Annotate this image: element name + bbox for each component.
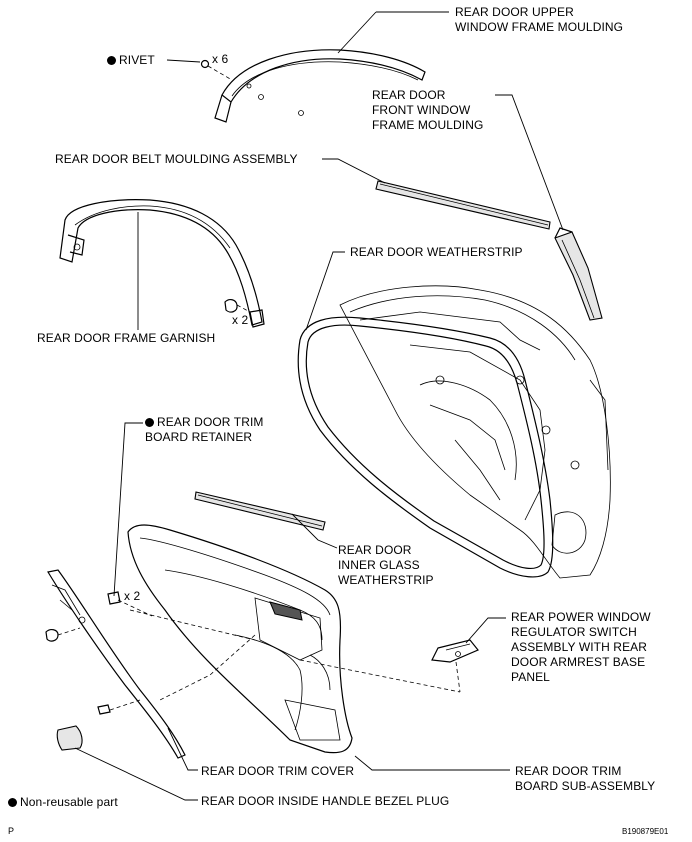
- figure-id: B190879E01: [622, 827, 669, 836]
- rear-door-frame-garnish: [59, 199, 265, 328]
- label-window-switch-assembly: REAR POWER WINDOW REGULATOR SWITCH ASSEM…: [511, 610, 651, 684]
- belt-moulding-assembly: [375, 180, 551, 230]
- rear-door-weatherstrip: [297, 316, 554, 578]
- non-reusable-marker-icon: [8, 798, 17, 807]
- upper-window-frame-moulding: [214, 49, 426, 123]
- clip-icon: [224, 299, 251, 313]
- label-trim-board-sub-assembly: REAR DOOR TRIM BOARD SUB-ASSEMBLY: [515, 764, 656, 793]
- label-garnish-qty: x 2: [232, 313, 249, 327]
- legend-text: Non-reusable part: [20, 795, 118, 809]
- corner-p-mark: P: [8, 826, 15, 836]
- label-rivet-qty: x 6: [212, 52, 229, 66]
- label-rear-door-weatherstrip: REAR DOOR WEATHERSTRIP: [350, 245, 523, 259]
- door-inner-panel: [339, 285, 611, 579]
- rivet-icon: [166, 59, 233, 81]
- non-reusable-marker-icon: [145, 418, 154, 427]
- label-retainer-qty: x 2: [124, 589, 141, 603]
- label-front-window-frame-moulding: REAR DOOR FRONT WINDOW FRAME MOULDING: [372, 88, 484, 132]
- screw-icon: [97, 699, 141, 715]
- trim-retainer-text: REAR DOOR TRIM BOARD RETAINER: [145, 415, 264, 444]
- trim-retainer-leader: [107, 422, 153, 617]
- label-rear-door-frame-garnish: REAR DOOR FRAME GARNISH: [37, 331, 216, 345]
- label-inner-glass-weatherstrip: REAR DOOR INNER GLASS WEATHERSTRIP: [338, 543, 434, 587]
- inside-handle-bezel-plug: [56, 725, 83, 751]
- rivet-text: RIVET: [119, 53, 155, 67]
- clip-icon: [45, 627, 81, 642]
- rear-door-trim-cover: [47, 569, 186, 759]
- front-window-frame-moulding: [554, 227, 603, 321]
- label-rivet: RIVET: [107, 53, 155, 68]
- label-belt-moulding-assembly: REAR DOOR BELT MOULDING ASSEMBLY: [55, 152, 298, 166]
- inner-glass-weatherstrip: [194, 491, 326, 531]
- label-rear-door-trim-cover: REAR DOOR TRIM COVER: [201, 764, 355, 778]
- door-trim-board: [127, 524, 461, 754]
- label-trim-board-retainer: REAR DOOR TRIM BOARD RETAINER: [145, 415, 264, 445]
- window-switch-assembly: [431, 639, 479, 663]
- label-inside-handle-bezel-plug: REAR DOOR INSIDE HANDLE BEZEL PLUG: [201, 794, 450, 808]
- non-reusable-marker-icon: [107, 56, 116, 65]
- label-upper-window-frame-moulding: REAR DOOR UPPER WINDOW FRAME MOULDING: [455, 5, 624, 34]
- legend-non-reusable: Non-reusable part: [8, 795, 118, 810]
